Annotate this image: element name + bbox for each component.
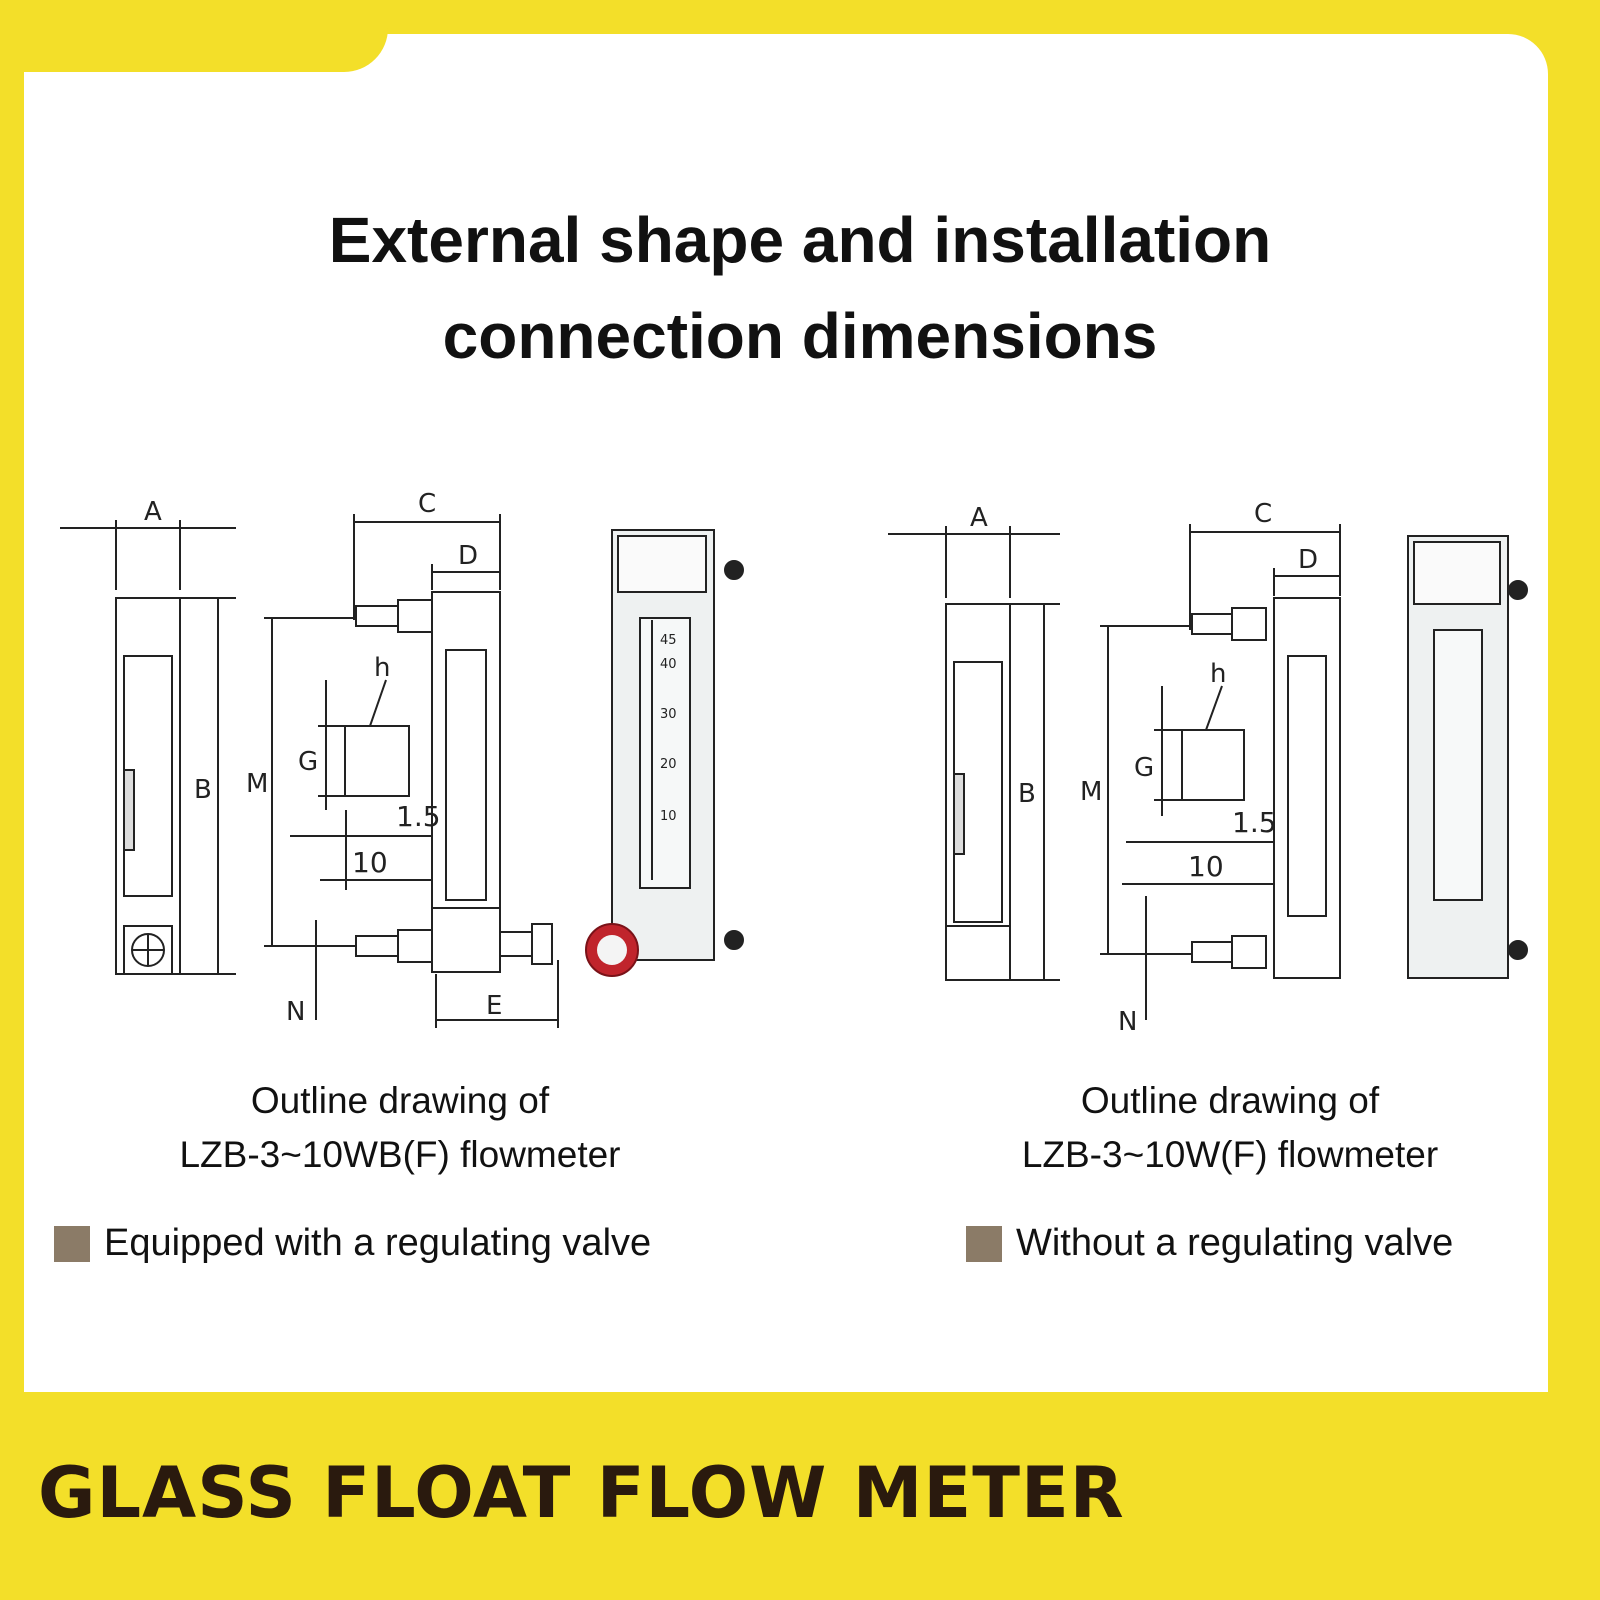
- label-h: h: [1210, 659, 1226, 689]
- left-outline-drawing: A B C D E M N G h 1.5 10 45 40 30 20 10: [60, 489, 744, 1028]
- left-caption: Outline drawing of LZB-3~10WB(F) flowmet…: [120, 1074, 680, 1182]
- label-b: B: [194, 775, 212, 805]
- label-1-5: 1.5: [396, 800, 441, 833]
- scale-20: 20: [660, 757, 677, 772]
- label-a: A: [144, 497, 162, 527]
- bullet-square-icon: [966, 1225, 1002, 1262]
- right-caption: Outline drawing of LZB-3~10W(F) flowmete…: [980, 1074, 1480, 1182]
- label-b: B: [1018, 779, 1036, 809]
- label-10: 10: [352, 846, 388, 879]
- left-caption-line-1: Outline drawing of: [250, 1080, 550, 1121]
- detail-g: [344, 725, 410, 797]
- label-m: M: [1080, 777, 1102, 807]
- heading-line-2: connection dimensions: [442, 300, 1158, 372]
- scale-10: 10: [660, 809, 677, 824]
- label-h: h: [374, 653, 390, 683]
- left-bullet: Equipped with a regulating valve: [54, 1222, 651, 1265]
- right-outline-drawing: A B C D M N G h 1.5 10: [888, 499, 1528, 1037]
- right-caption-line-1: Outline drawing of: [1080, 1080, 1380, 1121]
- label-n: N: [286, 997, 305, 1027]
- left-caption-line-2: LZB-3~10WB(F) flowmeter: [179, 1134, 621, 1175]
- label-10: 10: [1188, 850, 1224, 883]
- label-c: C: [418, 489, 436, 519]
- corner-tab: [0, 0, 388, 72]
- label-a: A: [970, 503, 988, 533]
- left-bullet-text: Equipped with a regulating valve: [104, 1222, 652, 1264]
- label-d: D: [1298, 545, 1318, 575]
- scale-30: 30: [660, 707, 677, 722]
- label-d: D: [458, 541, 478, 571]
- scale-45: 45: [660, 633, 677, 648]
- right-bullet-text: Without a regulating valve: [1016, 1222, 1454, 1264]
- bullet-square-icon: [54, 1225, 90, 1262]
- heading-line-1: External shape and installation: [328, 204, 1272, 276]
- label-n: N: [1118, 1007, 1137, 1037]
- label-g: G: [1134, 753, 1154, 783]
- scale-40: 40: [660, 657, 677, 672]
- detail-g: [1181, 729, 1245, 801]
- label-1-5: 1.5: [1232, 806, 1277, 839]
- label-e: E: [486, 991, 502, 1021]
- label-c: C: [1254, 499, 1272, 529]
- label-m: M: [246, 769, 268, 799]
- side-body: [1273, 597, 1341, 979]
- right-caption-line-2: LZB-3~10W(F) flowmeter: [1021, 1134, 1439, 1175]
- content-panel: [24, 34, 1548, 1392]
- label-g: G: [298, 747, 318, 777]
- page-heading: External shape and installation connecti…: [0, 192, 1600, 384]
- right-bullet: Without a regulating valve: [966, 1222, 1453, 1265]
- footer-title: GLASS FLOAT FLOW METER: [38, 1452, 1125, 1534]
